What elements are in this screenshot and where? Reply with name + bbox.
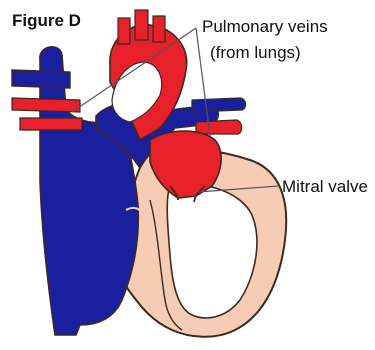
pulmonary-vein-right-lower [196,120,242,134]
mitral-valve-label: Mitral valve [282,177,368,196]
aorta-branch-1 [118,18,130,44]
aorta-branch-2 [135,10,148,40]
pulmonary-veins-label-line2: (from lungs) [210,43,301,62]
pulmonary-veins-label-line1: Pulmonary veins [202,17,328,36]
pulmonary-artery-branch [12,70,70,88]
pulmonary-vein-left-upper [12,98,80,112]
aorta-branch-3 [153,16,165,42]
pulmonary-vein-right-upper [192,98,246,112]
figure-title: Figure D [12,11,81,30]
pulmonary-vein-left-lower [20,118,82,130]
